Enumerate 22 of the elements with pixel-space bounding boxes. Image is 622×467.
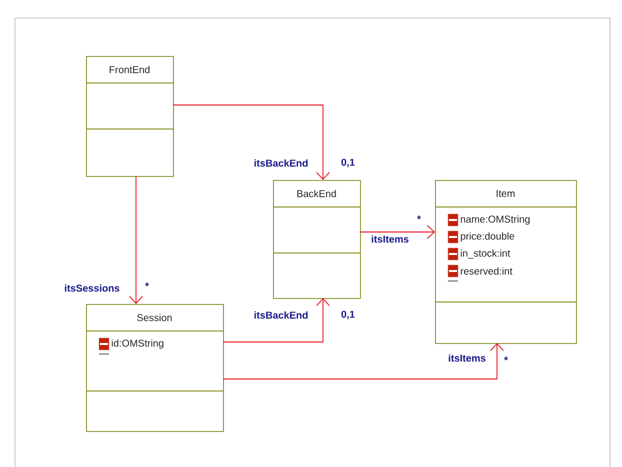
multiplicity-label: *: [417, 216, 421, 220]
role-label: itsBackEnd: [254, 159, 308, 167]
class-box: BackEnd: [272, 180, 361, 299]
association-arrow: [222, 343, 504, 380]
association-arrow: [129, 176, 143, 304]
role-label: itsSessions: [64, 284, 120, 292]
multiplicity-label: *: [145, 282, 149, 286]
role-label: itsItems: [372, 235, 408, 243]
role-label: itsItems: [448, 354, 486, 362]
attribute-text: name:OMString: [460, 215, 530, 225]
role-label: itsBackEnd: [254, 311, 308, 319]
multiplicity-label: *: [504, 356, 508, 360]
multiplicity-label: 0,1: [341, 310, 355, 320]
multiplicity-label: 0,1: [341, 158, 355, 168]
association-arrow: [360, 225, 435, 239]
class-box: FrontEnd: [86, 56, 174, 177]
attribute-text: id:OMString: [112, 339, 164, 349]
attribute-text: price:double: [460, 232, 514, 242]
association-arrow: [172, 104, 330, 180]
association-arrow: [222, 298, 330, 342]
attribute-text: in_stock:int: [460, 249, 510, 259]
attribute-text: reserved:int: [460, 267, 512, 275]
